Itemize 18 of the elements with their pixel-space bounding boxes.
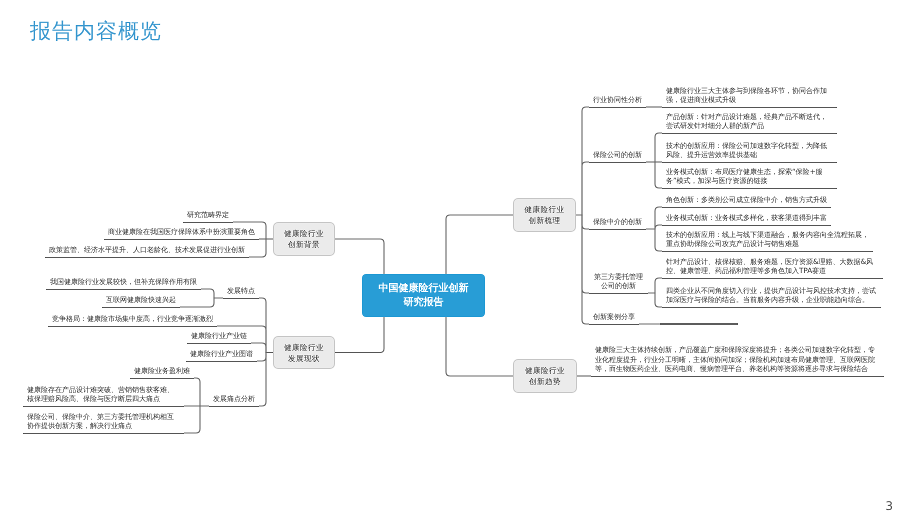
page-number: 3	[885, 499, 893, 513]
connector-line	[184, 405, 209, 434]
connector-line	[180, 297, 223, 308]
connector-line	[259, 352, 273, 407]
connector-line	[335, 238, 385, 275]
connector-line	[646, 161, 662, 189]
page-title: 报告内容概览	[30, 18, 162, 44]
connector-line	[646, 228, 662, 252]
connector-line	[445, 214, 513, 275]
connector-line	[576, 214, 589, 325]
connector-line	[639, 323, 660, 325]
connector-line	[249, 238, 273, 258]
connector-line	[335, 316, 385, 354]
central-topic-box: 中国健康险行业创新研究报告	[362, 274, 485, 317]
connector-line	[646, 106, 662, 108]
connector-line	[577, 375, 591, 377]
connector-line	[445, 316, 513, 377]
blank-line	[660, 323, 738, 325]
